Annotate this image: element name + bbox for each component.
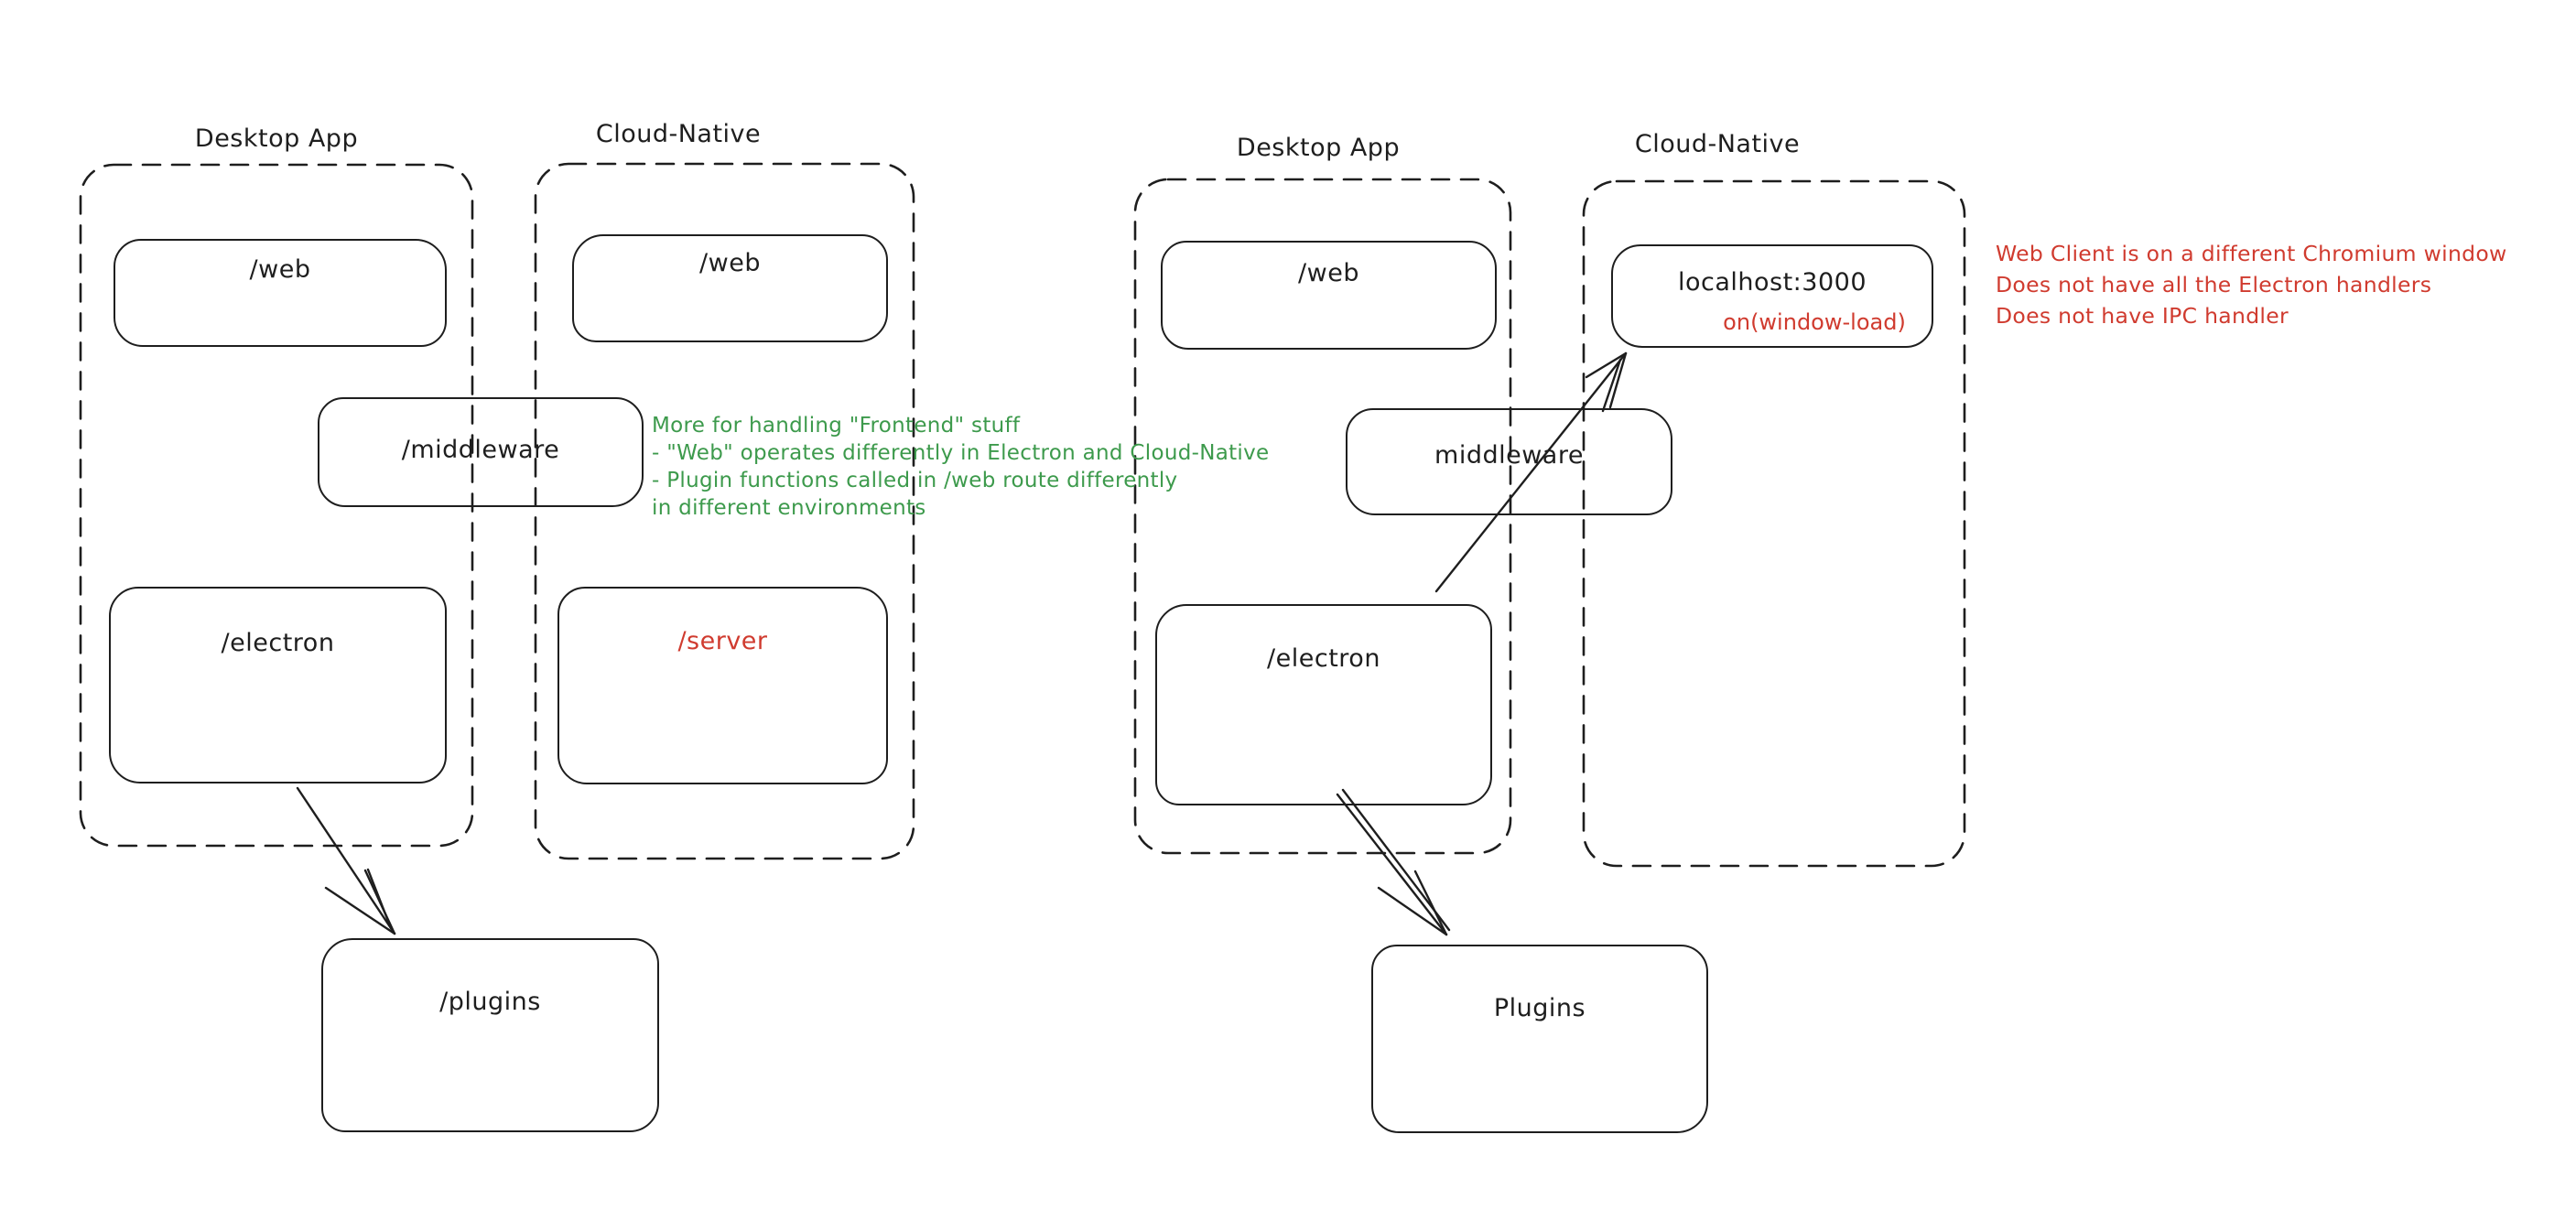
left-middleware-label: /middleware: [401, 436, 560, 464]
left-cloud-native-title: Cloud-Native: [595, 120, 762, 148]
green-annotation-line: - Plugin functions called in /web route …: [652, 469, 1178, 492]
left-desktop-app-title: Desktop App: [194, 124, 359, 153]
red-annotation-line: Does not have IPC handler: [1996, 303, 2289, 329]
left-plugins-box: /plugins: [321, 938, 659, 1132]
right-window-load-label: on(window-load): [1723, 309, 1906, 335]
right-desktop-web-box: /web: [1161, 241, 1497, 350]
right-localhost-label: localhost:3000: [1677, 268, 1867, 297]
left-server-label: /server: [677, 627, 768, 655]
right-middleware-label: middleware: [1434, 441, 1584, 470]
right-plugins-box: Plugins: [1371, 945, 1708, 1133]
green-annotation-line: in different environments: [652, 496, 926, 520]
left-electron-to-plugins-arrow: [296, 786, 396, 935]
left-server-box: /server: [557, 587, 888, 784]
left-desktop-web-label: /web: [249, 255, 311, 284]
left-middleware-box: /middleware: [318, 397, 644, 507]
right-electron-label: /electron: [1267, 644, 1380, 673]
left-cloud-web-label: /web: [699, 249, 761, 277]
left-desktop-web-box: /web: [114, 239, 447, 347]
red-annotation: Web Client is on a different Chromium wi…: [1996, 238, 2507, 331]
right-electron-box: /electron: [1155, 604, 1492, 805]
left-electron-box: /electron: [109, 587, 447, 784]
red-annotation-line: Web Client is on a different Chromium wi…: [1996, 241, 2507, 266]
left-cloud-web-box: /web: [572, 234, 888, 342]
right-desktop-web-label: /web: [1298, 259, 1359, 287]
left-electron-label: /electron: [221, 629, 335, 657]
right-electron-to-plugins-arrow: [1336, 788, 1451, 936]
right-desktop-app-title: Desktop App: [1236, 134, 1401, 162]
right-localhost-box: localhost:3000 on(window-load): [1611, 244, 1933, 348]
green-annotation-line: - "Web" operates differently in Electron…: [652, 441, 1270, 465]
green-annotation-line: More for handling "Frontend" stuff: [652, 414, 1021, 438]
right-middleware-box: middleware: [1346, 408, 1672, 515]
red-annotation-line: Does not have all the Electron handlers: [1996, 272, 2432, 297]
right-cloud-native-title: Cloud-Native: [1634, 130, 1801, 158]
left-plugins-label: /plugins: [439, 988, 541, 1016]
right-plugins-label: Plugins: [1493, 994, 1586, 1022]
green-annotation: More for handling "Frontend" stuff - "We…: [652, 412, 1269, 522]
